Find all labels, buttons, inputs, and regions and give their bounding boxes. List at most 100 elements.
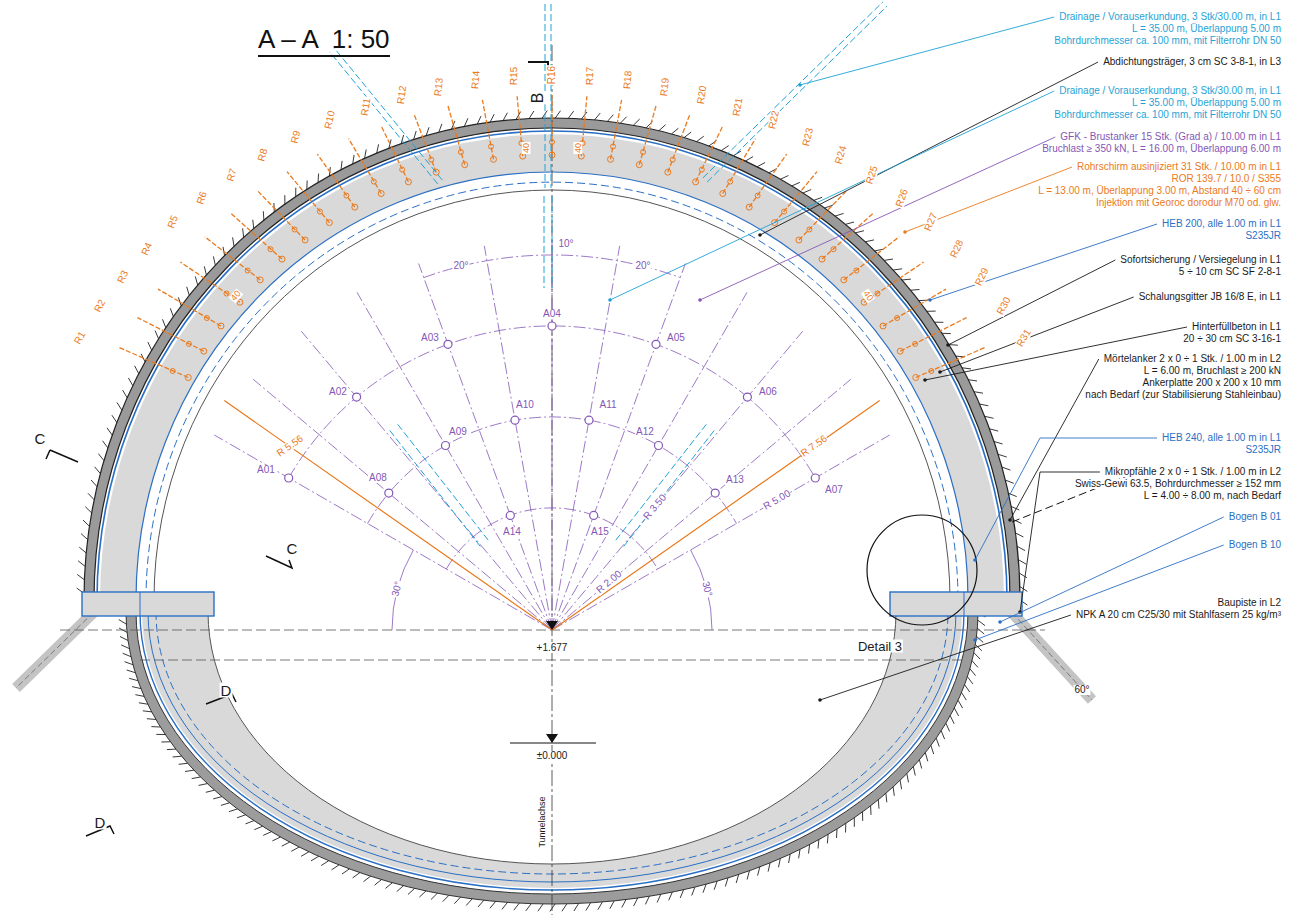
callout-text: S235JR: [1244, 231, 1282, 241]
radius-arc: [289, 255, 816, 569]
point-label: A15: [590, 527, 610, 537]
point-label: A04: [542, 309, 562, 319]
leader-dot: [923, 378, 927, 382]
drainage-pipe: [616, 422, 716, 546]
callout-text: Drainage / Vorauserkundung, 3 Stk/30.00 …: [1058, 12, 1282, 22]
callout-text: S235JR: [1244, 445, 1282, 455]
measure-point: [548, 322, 556, 330]
tube-number: R12: [395, 85, 408, 107]
measure-point: [811, 474, 819, 482]
radius-label: R 2.00: [594, 568, 625, 596]
callout-text: Mikropfähle 2 x 0 ÷ 1 Stk. / 1.00 m in L…: [1104, 467, 1282, 477]
measure-point: [385, 489, 393, 497]
callout-text: L = 35.00 m, Überlappung 5.00 m: [1131, 24, 1282, 34]
tube-number: R22: [767, 109, 781, 131]
detail-circle: [867, 515, 977, 625]
point-label: A13: [725, 475, 745, 485]
point-label: A08: [368, 473, 388, 483]
callout-text: Bogen B 10: [1228, 540, 1282, 550]
angle-arc: [392, 550, 712, 630]
measure-point: [506, 511, 514, 519]
point-label: A12: [635, 427, 655, 437]
callout-text: Ankerplatte 200 x 200 x 10 mm: [1142, 378, 1282, 388]
tube-number: R17: [585, 66, 596, 87]
leader-line: [1020, 472, 1100, 612]
micropile: [1006, 606, 1092, 700]
point-label: A05: [666, 333, 686, 343]
spacing-dimension: 40: [522, 142, 531, 154]
callout-text: nach Bedarf (zur Stabilisierung Stahlein…: [1084, 390, 1282, 400]
callout-text: L = 13.00 m, Überlappung 3.00 m, Abstand…: [1037, 186, 1282, 196]
callout-text: Swiss-Gewi 63.5, Bohrdurchmesser ≥ 152 m…: [1074, 479, 1282, 489]
leader-dot: [928, 298, 932, 302]
section-letter: C: [286, 541, 299, 556]
section-letter: C: [34, 431, 47, 446]
leader-dot: [903, 230, 907, 234]
tube-number: R7: [225, 167, 239, 184]
measure-point: [590, 511, 598, 519]
callout-text: L = 6.00 m, Bruchlast ≥ 200 kN: [1143, 366, 1282, 376]
measure-point: [285, 474, 293, 482]
angle-label: 20°: [452, 261, 469, 271]
tube-number: R9: [289, 128, 302, 145]
callout-text: Bohrdurchmesser ca. 100 mm, mit Filterro…: [1053, 36, 1282, 46]
tube-number: R4: [139, 240, 154, 258]
spacing-dimension: 40: [574, 142, 583, 154]
callout-text: Bruchlast ≥ 350 kN, L = 16.00 m, Überlap…: [1041, 144, 1282, 154]
measure-point: [652, 340, 660, 348]
tube-number: R27: [922, 211, 939, 234]
tube-number: R29: [973, 265, 991, 288]
section-marker: [46, 450, 292, 836]
callout-text: L = 35.00 m, Überlappung 5.00 m: [1131, 98, 1282, 108]
drainage-bore: [703, 2, 887, 182]
tube-number: R28: [948, 237, 965, 260]
radial-line: [214, 240, 889, 630]
callout-text: Injektion mit Georoc dorodur M70 od. glw…: [1095, 198, 1282, 208]
drainage-pipe: [544, 196, 552, 288]
leader-line: [610, 91, 1054, 300]
leader-dot: [698, 298, 702, 302]
spacing-dimension: 40: [861, 288, 875, 303]
callout-text: Baupiste in L2: [1217, 598, 1282, 608]
callout-text: ROR 139.7 / 10.0 / S355: [1170, 174, 1282, 184]
footing: [140, 592, 141, 616]
level-marker: [546, 621, 558, 743]
radius-label: R 5.56: [274, 433, 306, 459]
micropile: [16, 606, 100, 688]
radius-label: R 3.50: [641, 492, 669, 523]
tube-number: R18: [622, 70, 633, 91]
tube-number: R23: [801, 125, 816, 147]
point-label: A10: [515, 400, 535, 410]
drainage-bore: [330, 48, 443, 184]
angle-label: 20°: [634, 261, 651, 271]
tube-number: R5: [166, 214, 181, 231]
leader-dot: [998, 620, 1002, 624]
point-label: A03: [420, 333, 440, 343]
point-label: A01: [256, 465, 276, 475]
callout-text: GFK - Brustanker 15 Stk. (Grad a) / 10.0…: [1059, 132, 1282, 142]
leader-dot: [973, 638, 977, 642]
tube-number: R3: [115, 268, 130, 286]
callout-text: Sofortsicherung / Versiegelung in L1: [1119, 255, 1282, 265]
tube-number: R8: [256, 146, 270, 163]
tube-number: R13: [433, 76, 445, 97]
callout-text: Bogen B 01: [1228, 512, 1282, 522]
measure-point: [442, 442, 450, 450]
callout-text: Hinterfüllbeton in L1: [1191, 322, 1282, 332]
point-label: A11: [598, 400, 617, 410]
spacing-dimension: 40: [229, 289, 244, 304]
tube-number: R31: [1015, 326, 1034, 349]
level-marker: [510, 743, 596, 744]
angle-label: 30°: [700, 579, 714, 598]
leader-line: [820, 615, 1071, 700]
radius-label: R 5.00: [761, 488, 793, 512]
tube-number: R30: [995, 295, 1013, 318]
axis-label: Tunnelachse: [538, 795, 547, 848]
callout-text: Abdichtungsträger, 3 cm SC 3-8-1, in L3: [1102, 57, 1282, 67]
tube-number: R14: [470, 70, 481, 91]
drawing-title: A – A 1: 50: [258, 26, 390, 57]
leader-line: [800, 17, 1054, 85]
leader-dot: [973, 558, 977, 562]
micropile: [1006, 606, 1092, 700]
